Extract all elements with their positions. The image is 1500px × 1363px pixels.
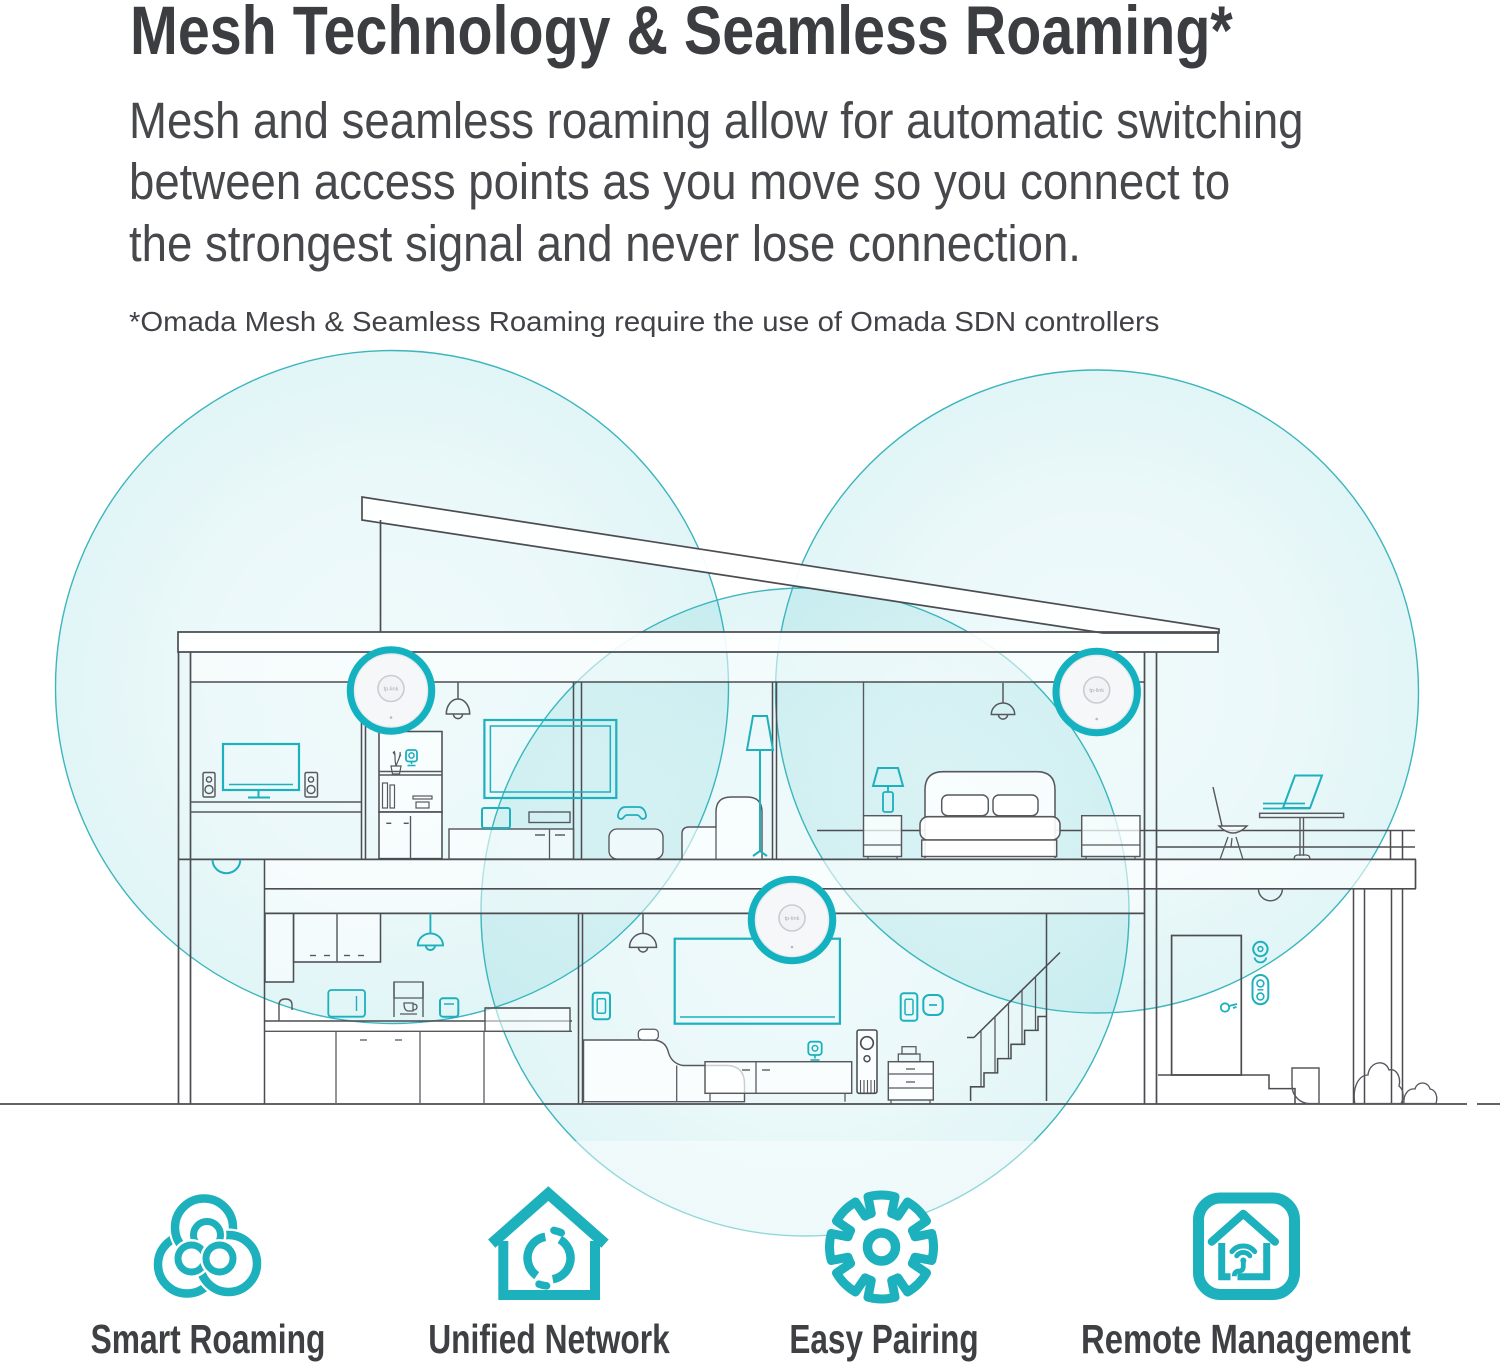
svg-text:tp-link: tp-link — [1089, 688, 1104, 694]
svg-text:tp-link: tp-link — [785, 916, 800, 922]
svg-text:tp-link: tp-link — [384, 687, 399, 693]
